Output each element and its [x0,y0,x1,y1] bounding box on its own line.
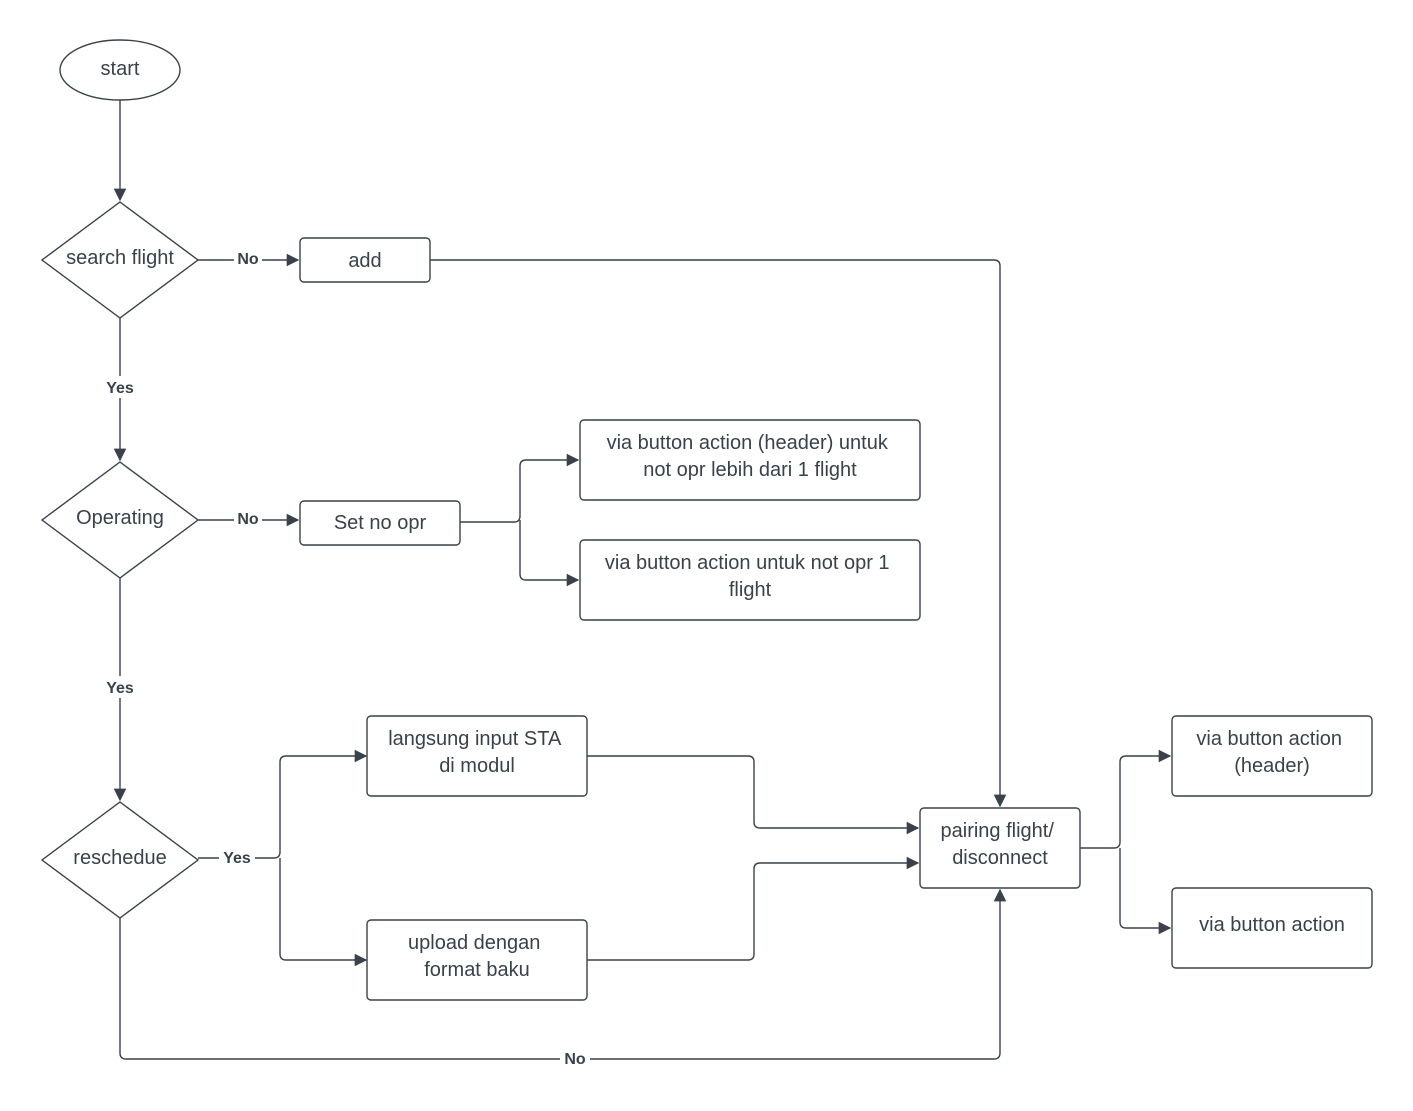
edge-label-reschedule-no: No [564,1051,586,1068]
node-search-flight: search flight [40,201,200,319]
node-label-line-1: via button action (header) untuk [607,432,889,454]
svg-text:upload dengan format bak: upload dengan format baku [408,932,546,981]
edge-label-search-no: No [237,251,259,268]
svg-text:via button action untuk not op: via button action untuk not opr 1 flight [605,552,895,601]
node-label: add [348,250,381,272]
edge-setnoopr-to-header-multi [460,453,580,523]
svg-text:add: add [348,250,381,272]
node-label-line-1: langsung input STA [388,728,562,750]
edge-labels: No Yes No Yes Yes No [102,249,590,1070]
node-label: Operating [76,507,164,529]
node-label: via button action [1199,914,1345,936]
edge-upload-to-pairing [587,856,920,961]
svg-text:via button action (heade: via button action (header) [1196,728,1347,777]
svg-text:langsung input STA di mo: langsung input STA di modul [388,728,566,777]
node-via-single: via button action untuk not opr 1 flight [579,539,921,621]
node-via-action: via button action [1171,887,1373,969]
node-label-line-2: disconnect [952,847,1048,869]
node-label-line-1: via button action untuk not opr 1 [605,552,890,574]
node-add: add [299,237,431,283]
node-reschedule: reschedue [40,801,200,919]
svg-text:Set no opr: Set no opr [334,512,427,534]
edge-pairing-to-via-header [1080,749,1172,849]
node-pairing: pairing flight/ disconnect [919,807,1081,889]
node-label-line-1: upload dengan [408,932,540,954]
svg-text:pairing flight/ disconne: pairing flight/ disconnect [941,820,1060,869]
edge-pairing-to-via-action [1119,848,1172,935]
node-label: search flight [66,247,174,269]
svg-text:via button action (header) unt: via button action (header) untuk not opr… [607,432,894,481]
node-label: reschedue [73,847,166,869]
node-operating: Operating [40,461,200,579]
edge-add-to-pairing [430,259,1007,808]
node-label-line-2: di modul [439,755,515,777]
node-via-header-multi: via button action (header) untuk not opr… [579,419,921,501]
edge-label-search-yes: Yes [106,380,134,397]
node-set-no-opr: Set no opr [299,500,461,546]
node-upload: upload dengan format baku [366,919,588,1001]
node-label-line-2: (header) [1234,755,1310,777]
svg-text:Operating: Operating [76,507,164,529]
node-label-line-2: flight [729,579,772,601]
svg-text:via button action: via button action [1199,914,1345,936]
edge-label-operating-no: No [237,511,259,528]
node-label: start [101,58,140,80]
node-via-header: via button action (header) [1171,715,1373,797]
edge-langsung-to-pairing [587,755,920,835]
node-label-line-2: not opr lebih dari 1 flight [643,459,857,481]
edge-label-reschedule-yes: Yes [223,850,251,867]
svg-text:start: start [101,58,140,80]
edge-setnoopr-to-single [519,520,580,587]
edge-label-operating-yes: Yes [106,680,134,697]
node-langsung-input: langsung input STA di modul [366,715,588,797]
edge-reschedule-to-langsung [198,749,368,859]
node-label-line-2: format baku [424,959,530,981]
node-start: start [59,39,181,101]
svg-text:reschedue: reschedue [73,847,166,869]
node-label-line-1: via button action [1196,728,1342,750]
edge-reschedule-to-upload [279,858,368,967]
node-label-line-1: pairing flight/ [941,820,1055,842]
svg-text:search flight: search flight [66,247,174,269]
node-label: Set no opr [334,512,427,534]
